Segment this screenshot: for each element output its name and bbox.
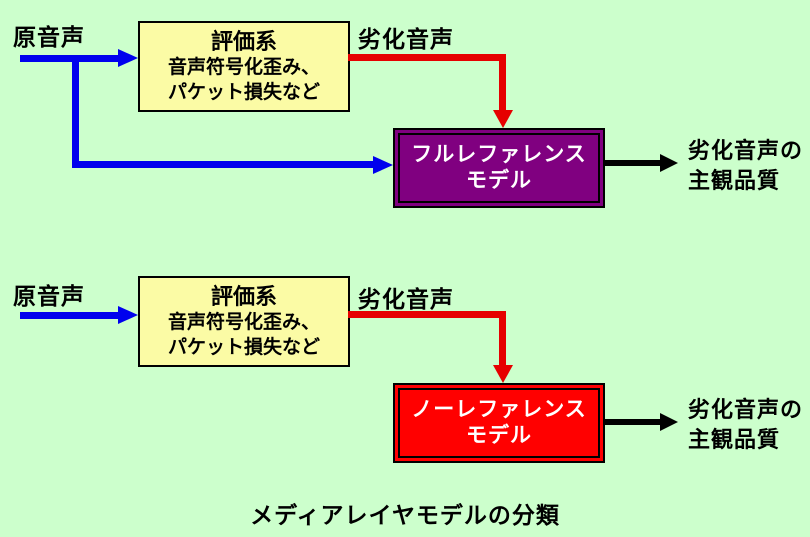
top-degraded-arrow-horizontal-line (348, 54, 506, 61)
bottom-output-arrowhead-icon (660, 413, 678, 431)
bottom-evaluation-system-detail-2: パケット損失など (167, 337, 320, 358)
full-reference-model-line1: フルレファレンス (411, 143, 587, 166)
bottom-evaluation-system-box: 評価系 音声符号化歪み、 パケット損失など (138, 276, 350, 367)
bottom-subjective-quality-line1: 劣化音声の (688, 397, 804, 422)
bottom-source-arrow-line (20, 312, 120, 319)
bottom-output-arrow-line (605, 419, 661, 425)
top-subjective-quality-label: 劣化音声の 主観品質 (688, 136, 803, 196)
top-evaluation-system-title: 評価系 (210, 29, 277, 54)
full-reference-model-line2: モデル (466, 169, 532, 192)
bottom-evaluation-system-title: 評価系 (210, 284, 277, 309)
top-reference-branch-horizontal-line (72, 161, 374, 168)
top-degraded-arrowhead-icon (493, 110, 513, 128)
full-reference-model-box: フルレファレンス モデル (393, 128, 605, 208)
bottom-source-audio-label: 原音声 (13, 283, 85, 309)
bottom-evaluation-system-detail-1: 音声符号化歪み、 (167, 312, 320, 333)
bottom-degraded-arrowhead-icon (493, 365, 513, 383)
no-reference-model-line2: モデル (466, 424, 532, 447)
diagram-caption: メディアレイヤモデルの分類 (250, 502, 560, 528)
bottom-subjective-quality-label: 劣化音声の 主観品質 (688, 395, 803, 455)
bottom-degraded-arrow-horizontal-line (348, 311, 506, 318)
top-degraded-arrow-vertical-line (499, 54, 506, 112)
top-subjective-quality-line1: 劣化音声の (688, 138, 804, 163)
top-reference-branch-vertical-line (72, 55, 79, 168)
top-source-arrowhead-icon (118, 49, 138, 67)
no-reference-model-label: ノーレファレンス モデル (398, 388, 600, 458)
top-subjective-quality-line2: 主観品質 (688, 168, 781, 193)
top-evaluation-system-detail-1: 音声符号化歪み、 (167, 57, 320, 78)
top-output-arrowhead-icon (660, 154, 678, 172)
bottom-degraded-arrow-vertical-line (499, 311, 506, 367)
top-evaluation-system-box: 評価系 音声符号化歪み、 パケット損失など (138, 21, 350, 112)
no-reference-model-line1: ノーレファレンス (411, 398, 587, 421)
full-reference-model-label: フルレファレンス モデル (398, 133, 600, 203)
bottom-source-arrowhead-icon (118, 306, 138, 324)
top-reference-branch-arrowhead-icon (373, 156, 393, 174)
top-evaluation-system-detail-2: パケット損失など (167, 82, 320, 103)
bottom-subjective-quality-line2: 主観品質 (688, 427, 781, 452)
top-degraded-audio-label: 劣化音声 (358, 26, 454, 52)
top-source-arrow-line (20, 55, 120, 62)
top-source-audio-label: 原音声 (13, 24, 85, 50)
no-reference-model-box: ノーレファレンス モデル (393, 383, 605, 463)
bottom-degraded-audio-label: 劣化音声 (358, 286, 454, 312)
top-output-arrow-line (605, 160, 661, 166)
